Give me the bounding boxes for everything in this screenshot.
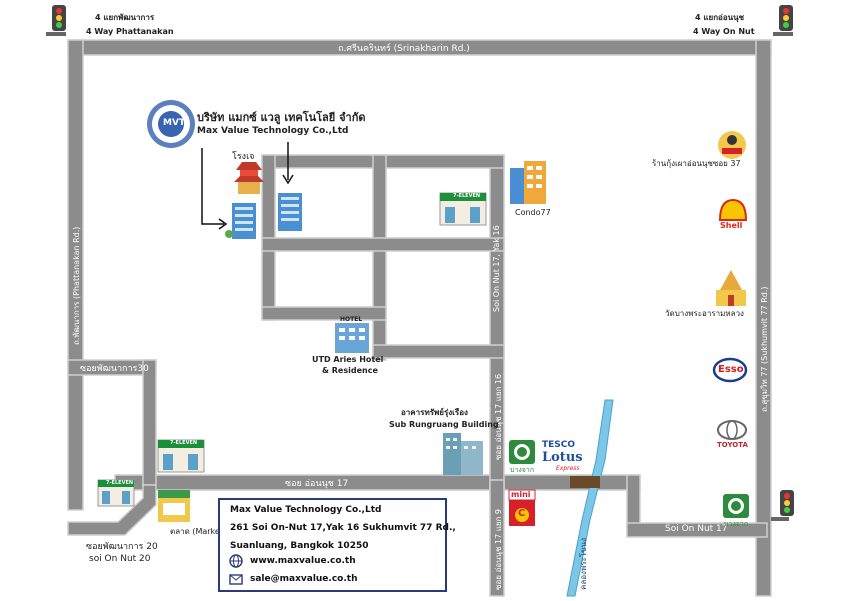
traffic-light-icon (771, 490, 794, 521)
road-label-soi-phattanakan-30: ซอยพัฒนาการ30 (80, 364, 149, 374)
toyota-logo-icon (717, 420, 747, 440)
esso-label: Esso (718, 364, 744, 375)
road-label-soi-on-nut-17: ซอย อ่อนนุช 17 (285, 479, 349, 489)
mini-big-c-logo-icon (508, 489, 536, 526)
shrine-icon (234, 162, 264, 194)
info-address-line1: 261 Soi On-Nut 17,Yak 16 Sukhumvit 77 Rd… (230, 523, 456, 533)
corner-label-thai: 4 แยกอ่อนนุช (695, 13, 745, 22)
restaurant-label: ร้านกุ้งเผาอ่อนนุชซอย 37 (652, 159, 741, 168)
tesco-label: TESCO (542, 440, 576, 450)
canal-phra-khanong (566, 399, 614, 597)
company-english-name: Max Value Technology Co.,Ltd (197, 126, 349, 136)
road-label-srinakharin: ถ.ศรีนครินทร์ (Srinakharin Rd.) (338, 44, 470, 54)
road-soi-on-nut-17 (114, 474, 641, 491)
seven-eleven-label: 7-ELEVEN (453, 193, 481, 199)
info-email[interactable]: sale@maxvalue.co.th (250, 574, 358, 584)
company-thai-name: บริษัท แมกซ์ แวลู เทคโนโลยี จำกัด (197, 111, 366, 124)
shell-logo-icon (718, 198, 748, 221)
info-address-line2: Suanluang, Bangkok 10250 (230, 541, 369, 551)
canal-label: คลองพระโขนง (579, 538, 588, 590)
road-grid-row-3 (261, 306, 387, 321)
info-website[interactable]: www.maxvalue.co.th (250, 556, 356, 566)
info-company: Max Value Technology Co.,Ltd (230, 505, 382, 515)
globe-icon (229, 554, 243, 568)
road-soi-on-nut-17-end (626, 522, 768, 538)
road-yak-9 (489, 479, 505, 597)
shrine-label: โรงเจ (232, 152, 255, 162)
road-label-yak-16: Soi On Nut 17, Yak 16 (492, 225, 501, 312)
road-label-soi-phattanakan-20: ซอยพัฒนาการ 20 (86, 542, 158, 552)
hotel-building-icon (335, 323, 369, 353)
mvt-logo-icon (147, 100, 195, 148)
road-soi-phattanakan-20 (67, 484, 157, 536)
bangchak-logo-icon (509, 440, 535, 464)
seven-eleven-store-icon (157, 439, 205, 473)
seven-eleven-label: 7-ELEVEN (106, 480, 134, 486)
temple-label: วัดบางพระอารามหลวง (665, 309, 744, 318)
seven-eleven-store-icon (97, 479, 135, 507)
road-sukhumvit-77 (755, 39, 772, 597)
email-icon (229, 574, 243, 585)
office-building-icon (278, 193, 302, 231)
mini-label: mini (511, 490, 531, 499)
bangchak-label: บางจาก (510, 466, 535, 474)
traffic-light-icon (46, 5, 66, 36)
road-label-sukhumvit-77: ถ.สุขุมวิท 77 (Sukhumvit 77 Rd.) (760, 286, 769, 412)
road-soi-phattanakan-30-branch (142, 359, 157, 486)
building-label-english: Sub Rungruang Building (389, 420, 499, 429)
corner-label-english: 4 Way On Nut (693, 27, 755, 36)
arrow-icon (201, 142, 294, 230)
condo-label: Condo77 (515, 208, 551, 217)
road-phattanakan (67, 39, 84, 511)
market-label: ตลาด (Market) (170, 527, 227, 536)
temple-icon (716, 270, 746, 306)
road-grid-row-4 (372, 344, 505, 359)
road-label-soi-on-nut-17-en: Soi On Nut 17 (665, 524, 728, 534)
esso-logo-icon (712, 357, 748, 383)
seven-eleven-store-icon (439, 192, 487, 226)
road-grid-row-2 (261, 237, 505, 252)
shell-label: Shell (720, 221, 743, 230)
contact-info-box: Max Value Technology Co.,Ltd 261 Soi On-… (218, 498, 456, 592)
bangchak-label: บางจาก (724, 520, 749, 528)
toyota-label: TOYOTA (717, 441, 748, 449)
hotel-label-line2: & Residence (322, 366, 378, 375)
bridge (570, 476, 600, 488)
market-icon (158, 490, 190, 522)
sub-rungruang-building-icon (443, 433, 483, 475)
road-label-yak-16-thai: ซอย อ่อนนุช 17 แยก 16 (494, 373, 503, 460)
road-network (67, 39, 772, 597)
restaurant-icon (718, 131, 746, 159)
hotel-sign: HOTEL (340, 316, 363, 323)
corner-label-english: 4 Way Phattanakan (86, 27, 174, 36)
road-grid-mid-vertical (372, 154, 387, 361)
bangchak-logo-icon (723, 494, 749, 518)
lotus-label: Lotus (542, 450, 583, 465)
seven-eleven-label: 7-ELEVEN (170, 440, 198, 446)
mini-c-letter: C (518, 508, 526, 519)
express-label: Express (556, 465, 580, 472)
hotel-label-line1: UTD Aries Hotel (312, 355, 384, 364)
traffic-light-icon (773, 5, 793, 36)
mvt-logo-text: MVT (163, 118, 186, 128)
corner-label-thai: 4 แยกพัฒนาการ (95, 13, 155, 22)
road-label-yak-9-thai: ซอย อ่อนนุช 17 แยก 9 (494, 508, 503, 590)
building-label-thai: อาคารทรัพย์รุ่งเรือง (401, 408, 468, 417)
condo-building-icon (510, 161, 546, 204)
company-building-icon (225, 203, 256, 239)
road-label-phattanakan: ถ.พัฒนาการ (Phattanakan Rd.) (72, 226, 81, 345)
road-label-soi-on-nut-20: soi On Nut 20 (89, 554, 151, 564)
